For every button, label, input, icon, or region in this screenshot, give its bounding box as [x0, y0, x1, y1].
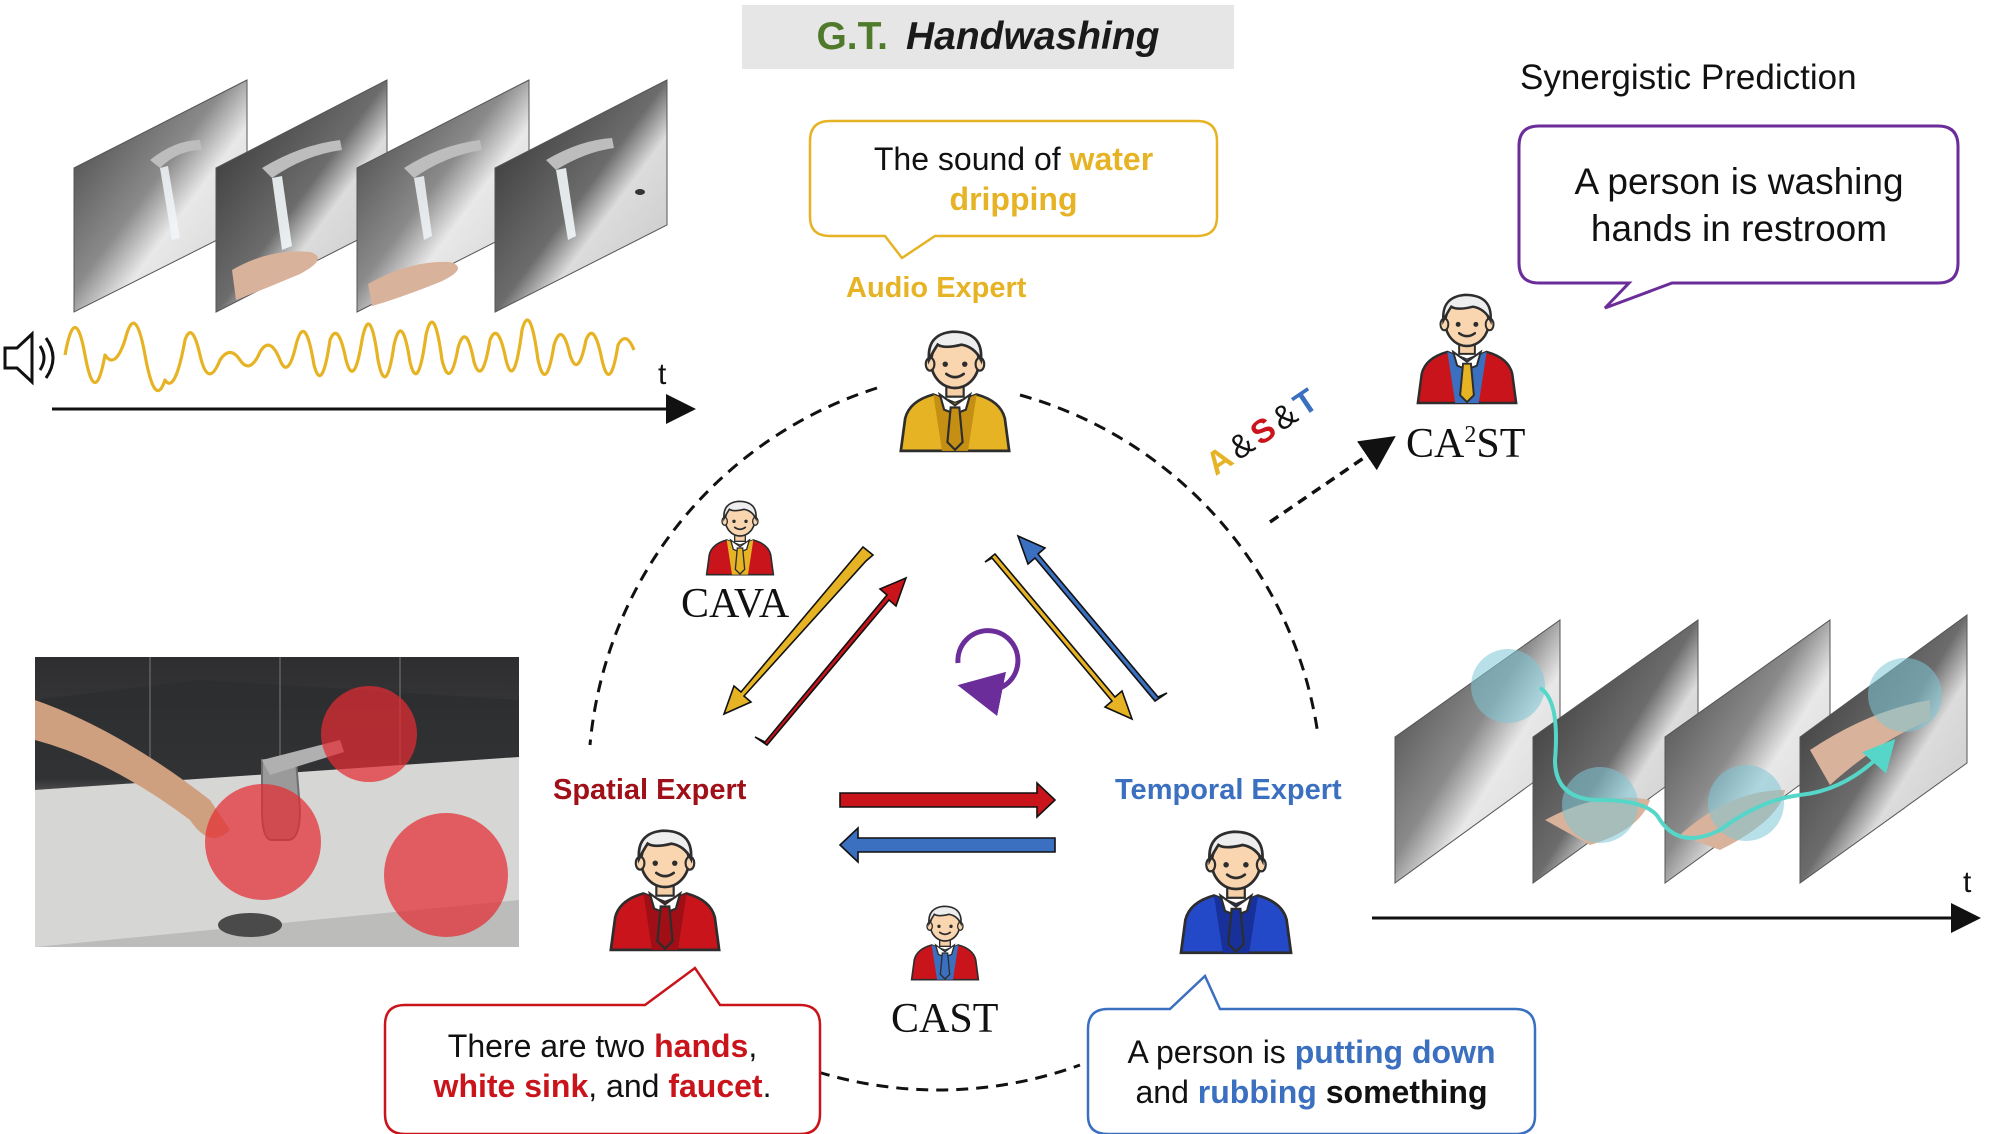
- spatial-bubble-text: There are two hands, white sink, and fau…: [385, 1026, 820, 1106]
- arrow-spatial-to-audio: [754, 576, 908, 747]
- cava-label: CAVA: [681, 581, 790, 627]
- arrow-audio-to-spatial: [722, 545, 875, 716]
- arrow-temporal-to-spatial: [838, 826, 1056, 864]
- spatial-bubble-line-2: white sink, and faucet.: [385, 1066, 820, 1106]
- video-frame: [1532, 619, 1699, 884]
- audio-bubble-prefix: The sound of: [873, 141, 1070, 177]
- spatial-bubble-comma: ,: [748, 1028, 758, 1064]
- audio-waveform: [63, 318, 636, 393]
- speaker-icon: [3, 330, 55, 386]
- cycle-icon: [955, 628, 1021, 716]
- temporal-bubble-highlight-rubbing: rubbing: [1197, 1074, 1317, 1110]
- arrow-spatial-to-temporal: [839, 781, 1057, 819]
- fusion-arrow: [1269, 436, 1396, 524]
- ground-truth-banner: G.T. Handwashing: [742, 5, 1234, 69]
- synergy-model-label: CA2ST: [1406, 420, 1525, 468]
- synergy-title: Synergistic Prediction: [1520, 58, 1857, 97]
- audio-expert-label: Audio Expert: [846, 272, 1027, 304]
- temporal-bubble-and: and: [1135, 1074, 1198, 1110]
- spatial-expert-avatar: [609, 829, 721, 952]
- spatial-bubble-highlight-sink: white sink: [433, 1068, 589, 1104]
- synergy-bubble-text: A person is washing hands in restroom: [1520, 158, 1958, 252]
- synergy-line-1: A person is washing: [1574, 161, 1904, 202]
- temporal-video-frames: [1394, 614, 1968, 884]
- video-frame: [73, 79, 248, 313]
- synergy-model-superscript: 2: [1464, 422, 1477, 448]
- arrow-audio-to-temporal: [984, 552, 1134, 721]
- video-frame: [494, 79, 668, 313]
- synergy-line-2: hands in restroom: [1590, 208, 1888, 249]
- cast-avatar: [910, 905, 980, 981]
- cast-label: CAST: [891, 996, 999, 1042]
- spatial-bubble-period: .: [762, 1068, 772, 1104]
- temporal-expert-label: Temporal Expert: [1115, 774, 1342, 806]
- temporal-bubble-text: A person is putting down and rubbing som…: [1088, 1032, 1535, 1112]
- audio-bubble-line-1: The sound of water: [810, 139, 1217, 179]
- synergy-speech-bubble: [1517, 124, 1960, 310]
- synergy-model-ca: CA: [1406, 421, 1465, 467]
- temporal-bubble-something: something: [1316, 1074, 1488, 1110]
- spatial-bubble-highlight-faucet: faucet: [668, 1068, 763, 1104]
- spatial-bubble-prefix: There are two: [447, 1028, 655, 1064]
- spatial-expert-label: Spatial Expert: [553, 774, 747, 806]
- audio-expert-avatar: [899, 330, 1011, 453]
- video-frame: [356, 79, 530, 313]
- audio-speech-bubble: [808, 119, 1219, 260]
- audio-bubble-highlight-water: water: [1069, 141, 1154, 177]
- audio-bubble-text: The sound of water dripping: [810, 139, 1217, 219]
- temporal-time-label: t: [1963, 866, 1972, 899]
- temporal-bubble-line-1: A person is putting down: [1088, 1032, 1535, 1072]
- temporal-expert-avatar: [1179, 830, 1293, 955]
- audio-bubble-highlight-dripping: dripping: [949, 181, 1078, 217]
- spatial-bubble-and: , and: [588, 1068, 669, 1104]
- audio-video-frames: [73, 79, 668, 313]
- temporal-bubble-highlight-putting-down: putting down: [1294, 1034, 1496, 1070]
- gt-class-name: Handwashing: [905, 15, 1160, 58]
- gt-label: G.T.: [816, 15, 888, 58]
- spatial-photo: [35, 657, 519, 947]
- audio-time-label: t: [658, 358, 667, 391]
- spatial-bubble-highlight-hands: hands: [654, 1028, 749, 1064]
- motion-trajectory: [1538, 686, 1896, 840]
- synergy-model-st: ST: [1476, 421, 1526, 467]
- spatial-bubble-line-1: There are two hands,: [385, 1026, 820, 1066]
- synergy-expert-avatar: [1416, 293, 1518, 405]
- cava-avatar: [705, 500, 775, 576]
- arrow-temporal-to-audio: [1016, 534, 1168, 703]
- temporal-bubble-line-2: and rubbing something: [1088, 1072, 1535, 1112]
- temporal-bubble-prefix: A person is: [1127, 1034, 1295, 1070]
- collaboration-loop: [588, 386, 1320, 1092]
- video-frame: [1394, 619, 1561, 884]
